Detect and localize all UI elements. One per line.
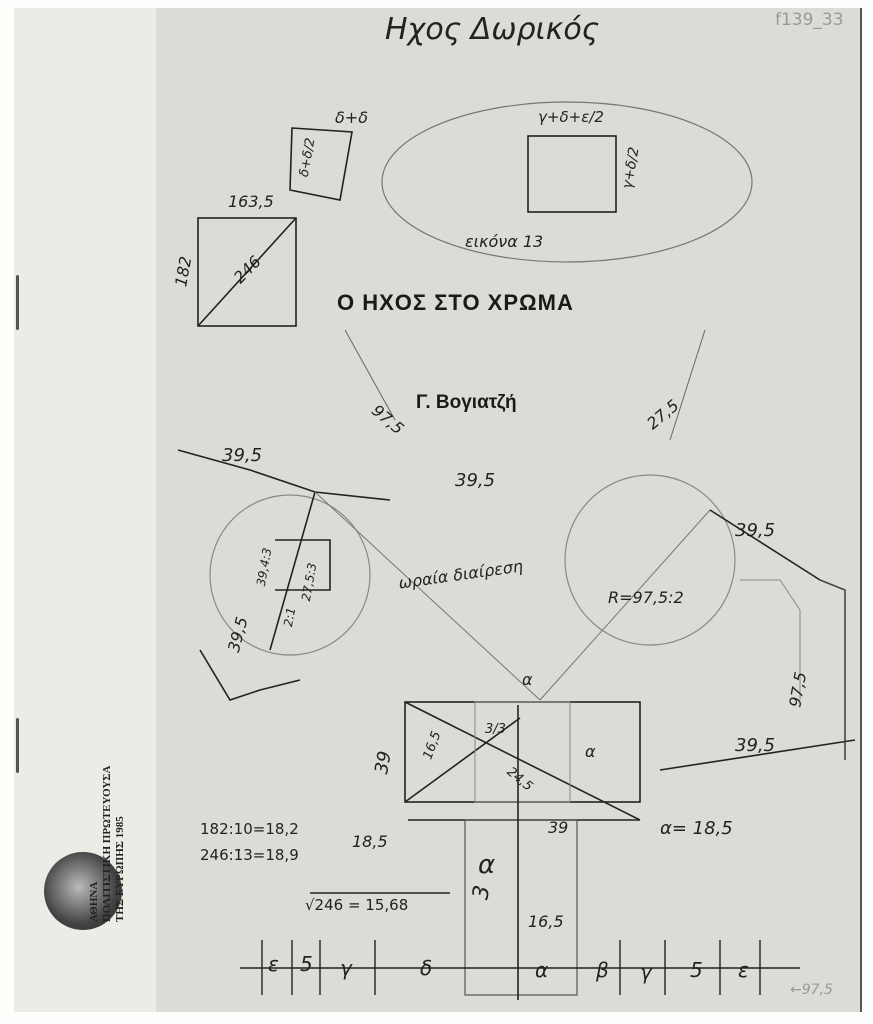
coin-logo — [44, 852, 122, 930]
calculation: 182:10=18,2 — [200, 820, 299, 838]
annotation: 39 — [548, 818, 569, 837]
annotation: 39,5 — [455, 470, 496, 491]
calculation: 246:13=18,9 — [200, 846, 299, 864]
cover-author: Γ. Βογιατζή — [416, 392, 517, 413]
sketch-oval — [381, 101, 753, 263]
sketch-lower-box — [464, 819, 578, 996]
annotation: α — [478, 850, 496, 880]
sketch-hatched-area — [474, 701, 571, 803]
spine-line: ΠΟΛΙΤΙΣΤΙΚΗ ΠΡΩΤΕΥΟΥΣΑ — [101, 765, 113, 922]
scale-label: ε — [738, 958, 749, 982]
annotation: 163,5 — [228, 192, 274, 211]
spine-line: ΤΗΣ ΕΥΡΩΠΗΣ 1985 — [114, 816, 126, 922]
annotation: δ+δ — [335, 108, 368, 127]
annotation: 39,5 — [735, 520, 776, 541]
handwritten-heading: Ηχος Δωρικός — [385, 12, 600, 47]
scale-label: 5 — [690, 958, 703, 982]
spine-publisher-text: ΑΘΗΝΑ ΠΟΛΙΤΙΣΤΙΚΗ ΠΡΩΤΕΥΟΥΣΑ ΤΗΣ ΕΥΡΩΠΗΣ… — [88, 682, 127, 922]
annotation: εικόνα 13 — [465, 232, 544, 251]
cover-title: Ο ΗΧΟΣ ΣΤΟ ΧΡΩΜΑ — [337, 290, 574, 315]
scale-label: ε — [268, 952, 279, 976]
scale-label: 5 — [300, 952, 313, 976]
calculation: √246 = 15,68 — [305, 896, 409, 914]
annotation: 39,5 — [735, 735, 776, 756]
annotation: α — [522, 670, 533, 689]
annotation: 16,5 — [528, 912, 564, 931]
annotation: 39,5 — [222, 445, 263, 466]
annotation: α — [585, 742, 596, 761]
scale-label: β — [596, 958, 609, 982]
calculation: 18,5 — [352, 832, 388, 851]
sketch-square — [197, 217, 297, 327]
scale-label: δ — [420, 956, 433, 980]
annotation: 39 — [371, 749, 396, 776]
booklet-spine — [14, 8, 156, 1012]
sketch-left-circle — [209, 494, 371, 656]
annotation: γ+δ+ε/2 — [538, 108, 604, 126]
scale-total: ←97,5 — [790, 982, 833, 998]
staple-mark — [16, 718, 19, 773]
annotation: R=97,5:2 — [608, 588, 684, 607]
cover-panel — [156, 8, 860, 1012]
archive-code: f139_33 — [775, 10, 844, 30]
spine-line: ΑΘΗΝΑ — [88, 881, 100, 922]
sketch-small-rect — [289, 127, 353, 201]
scale-label: γ — [340, 956, 352, 980]
scale-label: γ — [640, 960, 652, 984]
annotation: 3/3 — [485, 722, 506, 737]
scale-label: α — [535, 958, 549, 982]
sketch-right-circle — [564, 474, 736, 646]
staple-mark — [16, 275, 19, 330]
annotation: α= 18,5 — [660, 818, 733, 839]
sketch-oval-rect — [527, 135, 617, 213]
